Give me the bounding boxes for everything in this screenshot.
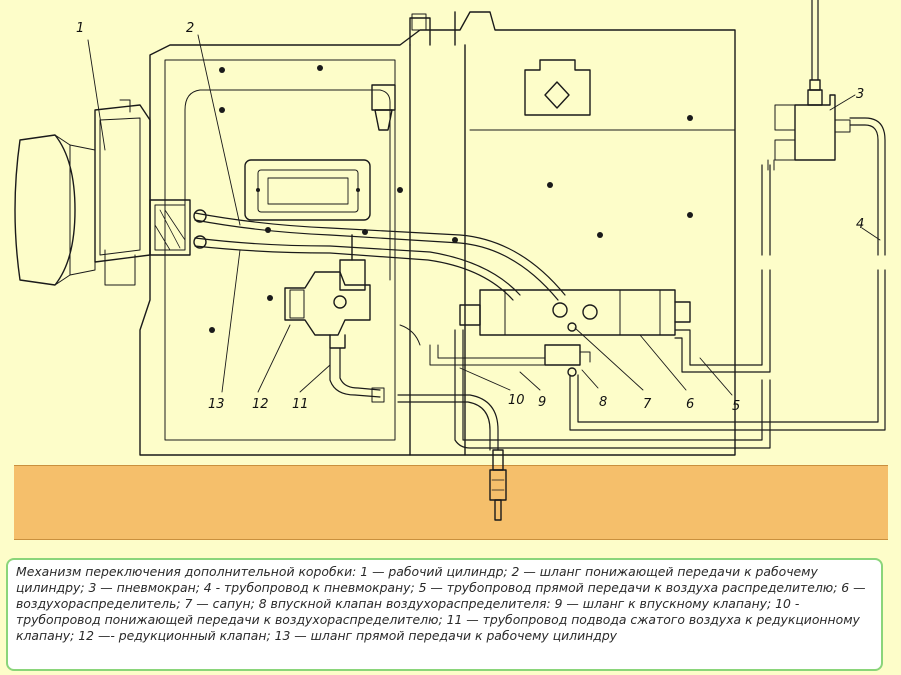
- base-bar: [14, 465, 888, 540]
- caption-box: Механизм переключения дополнительной кор…: [6, 558, 883, 671]
- working-cylinder: [94, 104, 151, 263]
- callout-2: 2: [186, 21, 194, 36]
- callout-3: 3: [856, 87, 864, 102]
- flange: [14, 134, 76, 286]
- callout-6: 6: [686, 397, 694, 412]
- callout-5: 5: [732, 399, 740, 414]
- callout-4: 4: [856, 217, 864, 232]
- reduction-valve: [284, 271, 371, 336]
- gearbox-diagram: 1 2 3 4 5 6 7 8 9 10 11 12 13: [14, 0, 886, 521]
- callout-11: 11: [292, 397, 309, 412]
- callout-13: 13: [208, 397, 225, 412]
- figure-caption: Механизм переключения дополнительной кор…: [16, 564, 866, 643]
- callout-9: 9: [538, 395, 546, 410]
- callout-12: 12: [252, 397, 269, 412]
- gearbox-housing: [139, 11, 736, 456]
- callout-8: 8: [599, 395, 607, 410]
- callout-10: 10: [508, 393, 525, 408]
- callout-7: 7: [643, 397, 652, 412]
- callout-1: 1: [76, 21, 84, 36]
